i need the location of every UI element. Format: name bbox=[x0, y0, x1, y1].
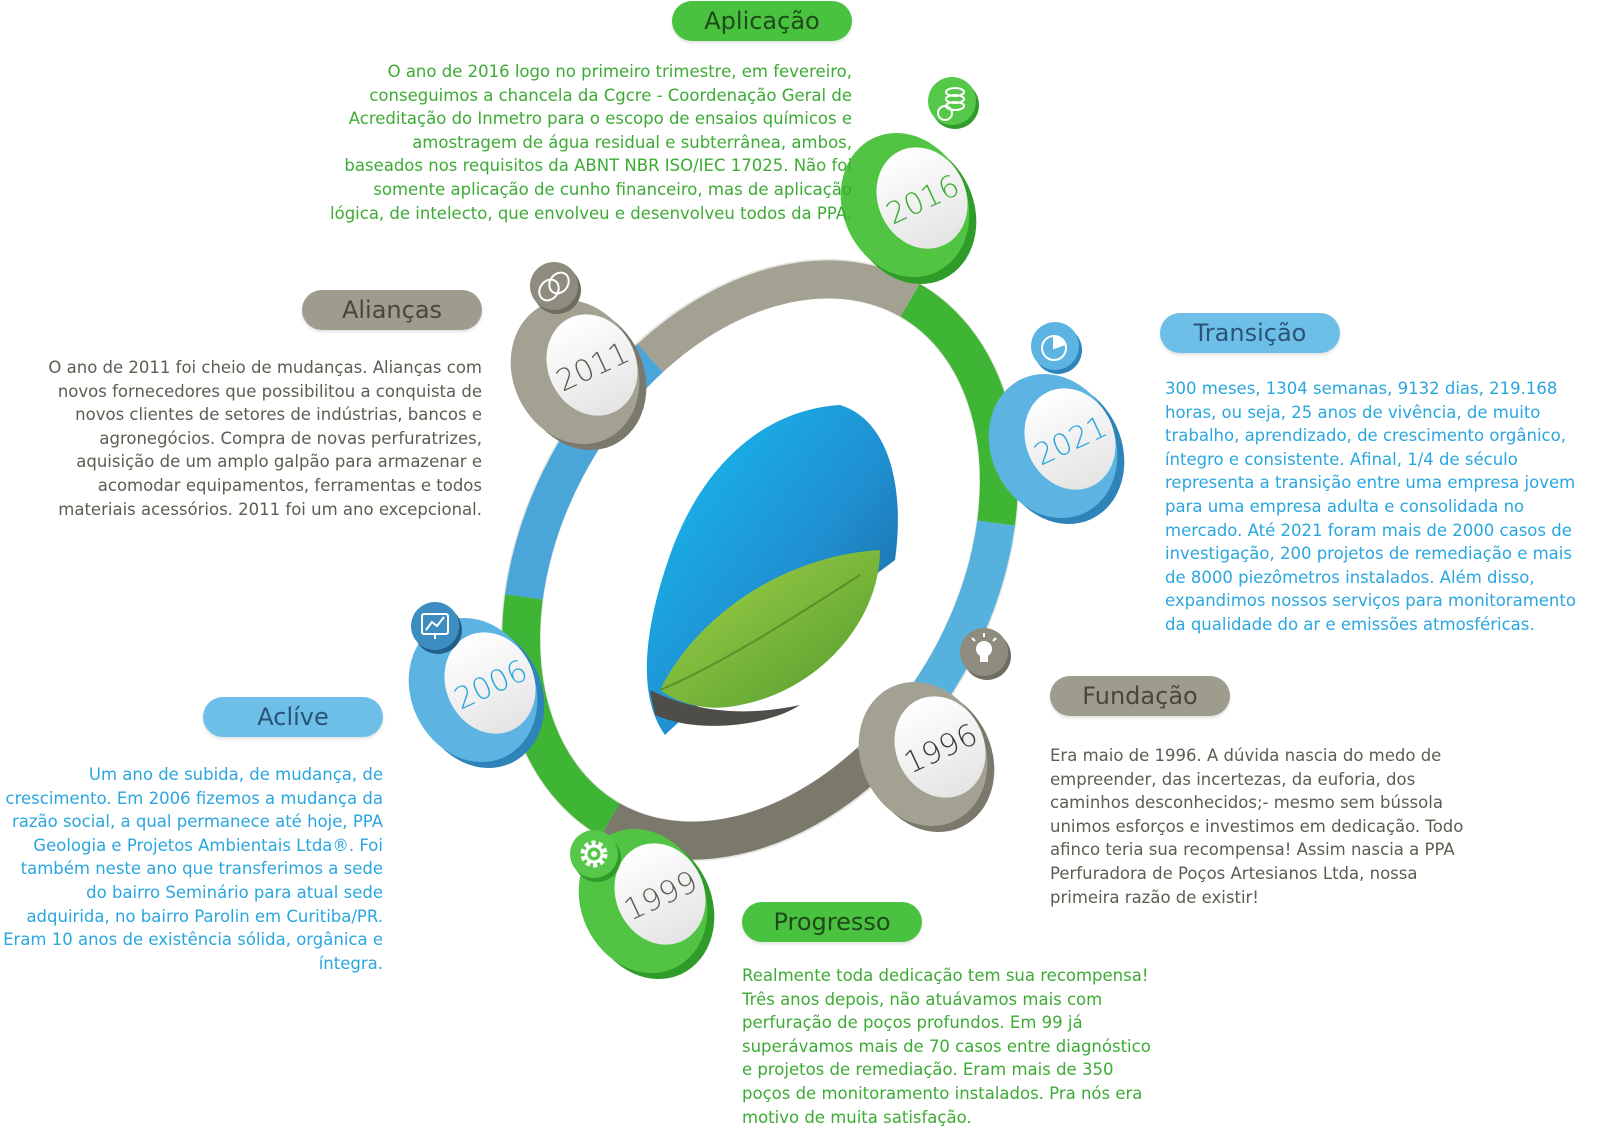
description-aplicacao: O ano de 2016 logo no primeiro trimestre… bbox=[330, 62, 852, 223]
year-disc-2021 bbox=[988, 322, 1125, 525]
year-disc-2011 bbox=[510, 262, 647, 451]
light-bulb-icon bbox=[971, 633, 997, 662]
gear-icon bbox=[580, 840, 608, 868]
interlocking-rings-icon bbox=[538, 271, 570, 302]
description-fundacao: Era maio de 1996. A dúvida nascia do med… bbox=[1050, 746, 1464, 907]
year-disc-1996 bbox=[858, 628, 1011, 833]
coins-money-icon bbox=[937, 87, 965, 121]
description-progresso: Realmente toda dedicação tem sua recompe… bbox=[742, 966, 1151, 1127]
description-transicao: 300 meses, 1304 semanas, 9132 dias, 219.… bbox=[1165, 379, 1576, 634]
growth-chart-monitor-icon bbox=[421, 613, 449, 639]
year-disc-2006 bbox=[408, 602, 545, 769]
description-aliancas: O ano de 2011 foi cheio de mudanças. Ali… bbox=[48, 358, 482, 519]
label-transicao: Transição bbox=[1160, 313, 1340, 353]
leaf-shadow-shape bbox=[650, 690, 800, 726]
year-disc-1999 bbox=[570, 828, 715, 980]
label-progresso: Progresso bbox=[742, 902, 922, 942]
label-fundacao: Fundação bbox=[1050, 676, 1230, 716]
leaf-shape bbox=[660, 550, 880, 708]
year-disc-2016 bbox=[840, 77, 979, 285]
pie-chart-icon bbox=[1041, 334, 1067, 361]
label-aplicacao: Aplicação bbox=[672, 1, 852, 41]
label-aliancas: Alianças bbox=[302, 290, 482, 330]
label-aclive: Aclíve bbox=[203, 697, 383, 737]
description-aclive: Um ano de subida, de mudança, de crescim… bbox=[3, 765, 383, 973]
